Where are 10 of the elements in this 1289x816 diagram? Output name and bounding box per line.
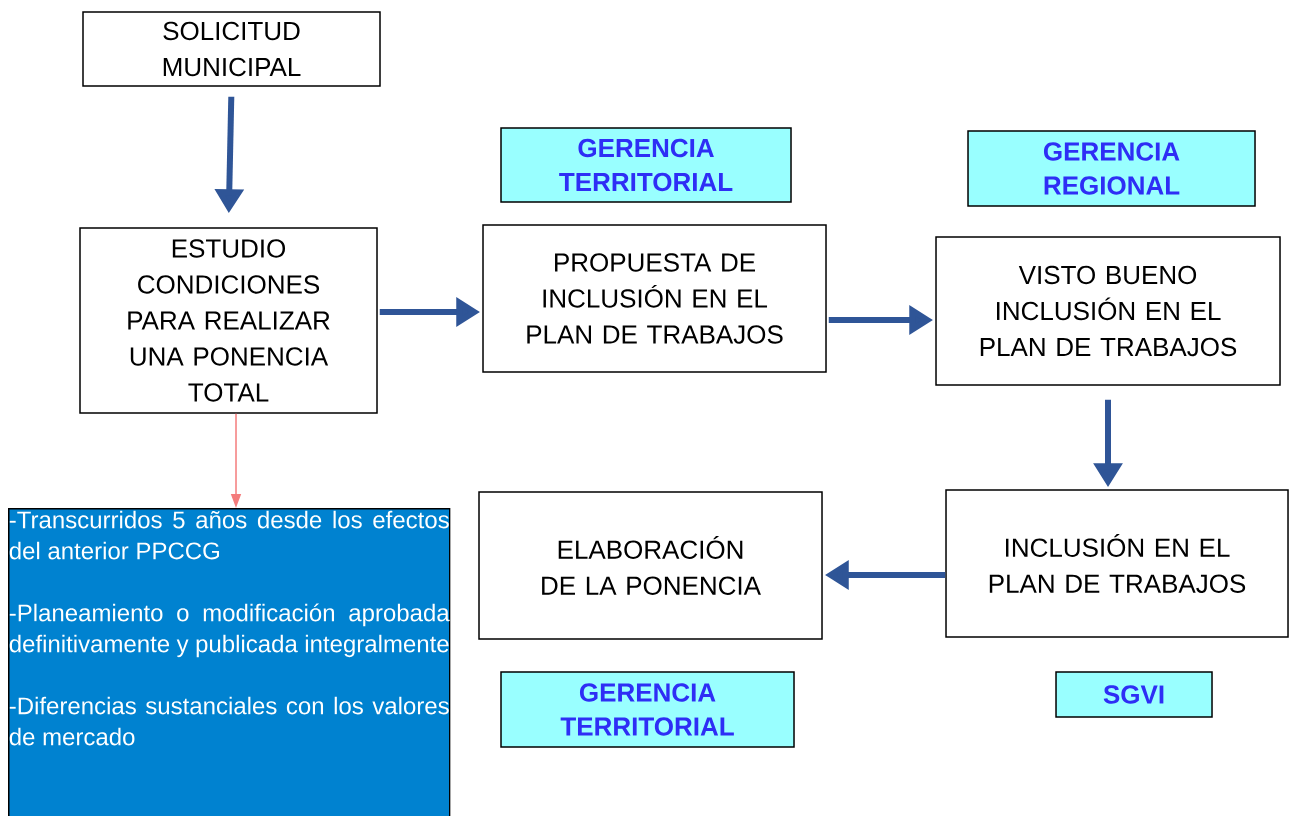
process-box: SOLICITUD MUNICIPAL bbox=[82, 11, 381, 87]
heading-box: GERENCIA TERRITORIAL bbox=[500, 671, 795, 748]
process-box: INCLUSIÓN EN EL PLAN DE TRABAJOS bbox=[945, 489, 1289, 638]
process-box: PROPUESTA DE INCLUSIÓN EN EL PLAN DE TRABAJOS bbox=[482, 224, 827, 373]
process-box: ESTUDIO CONDICIONES PARA REALIZAR UNA PONENCIA TOTAL bbox=[79, 227, 378, 414]
heading-box: SGVI bbox=[1055, 671, 1213, 718]
process-box: VISTO BUENO INCLUSIÓN EN EL PLAN DE TRABAJOS bbox=[935, 236, 1281, 386]
heading-box: GERENCIA TERRITORIAL bbox=[500, 127, 792, 203]
process-box: ELABORACIÓN DE LA PONENCIA bbox=[478, 491, 823, 640]
heading-box: GERENCIA REGIONAL bbox=[967, 130, 1256, 207]
